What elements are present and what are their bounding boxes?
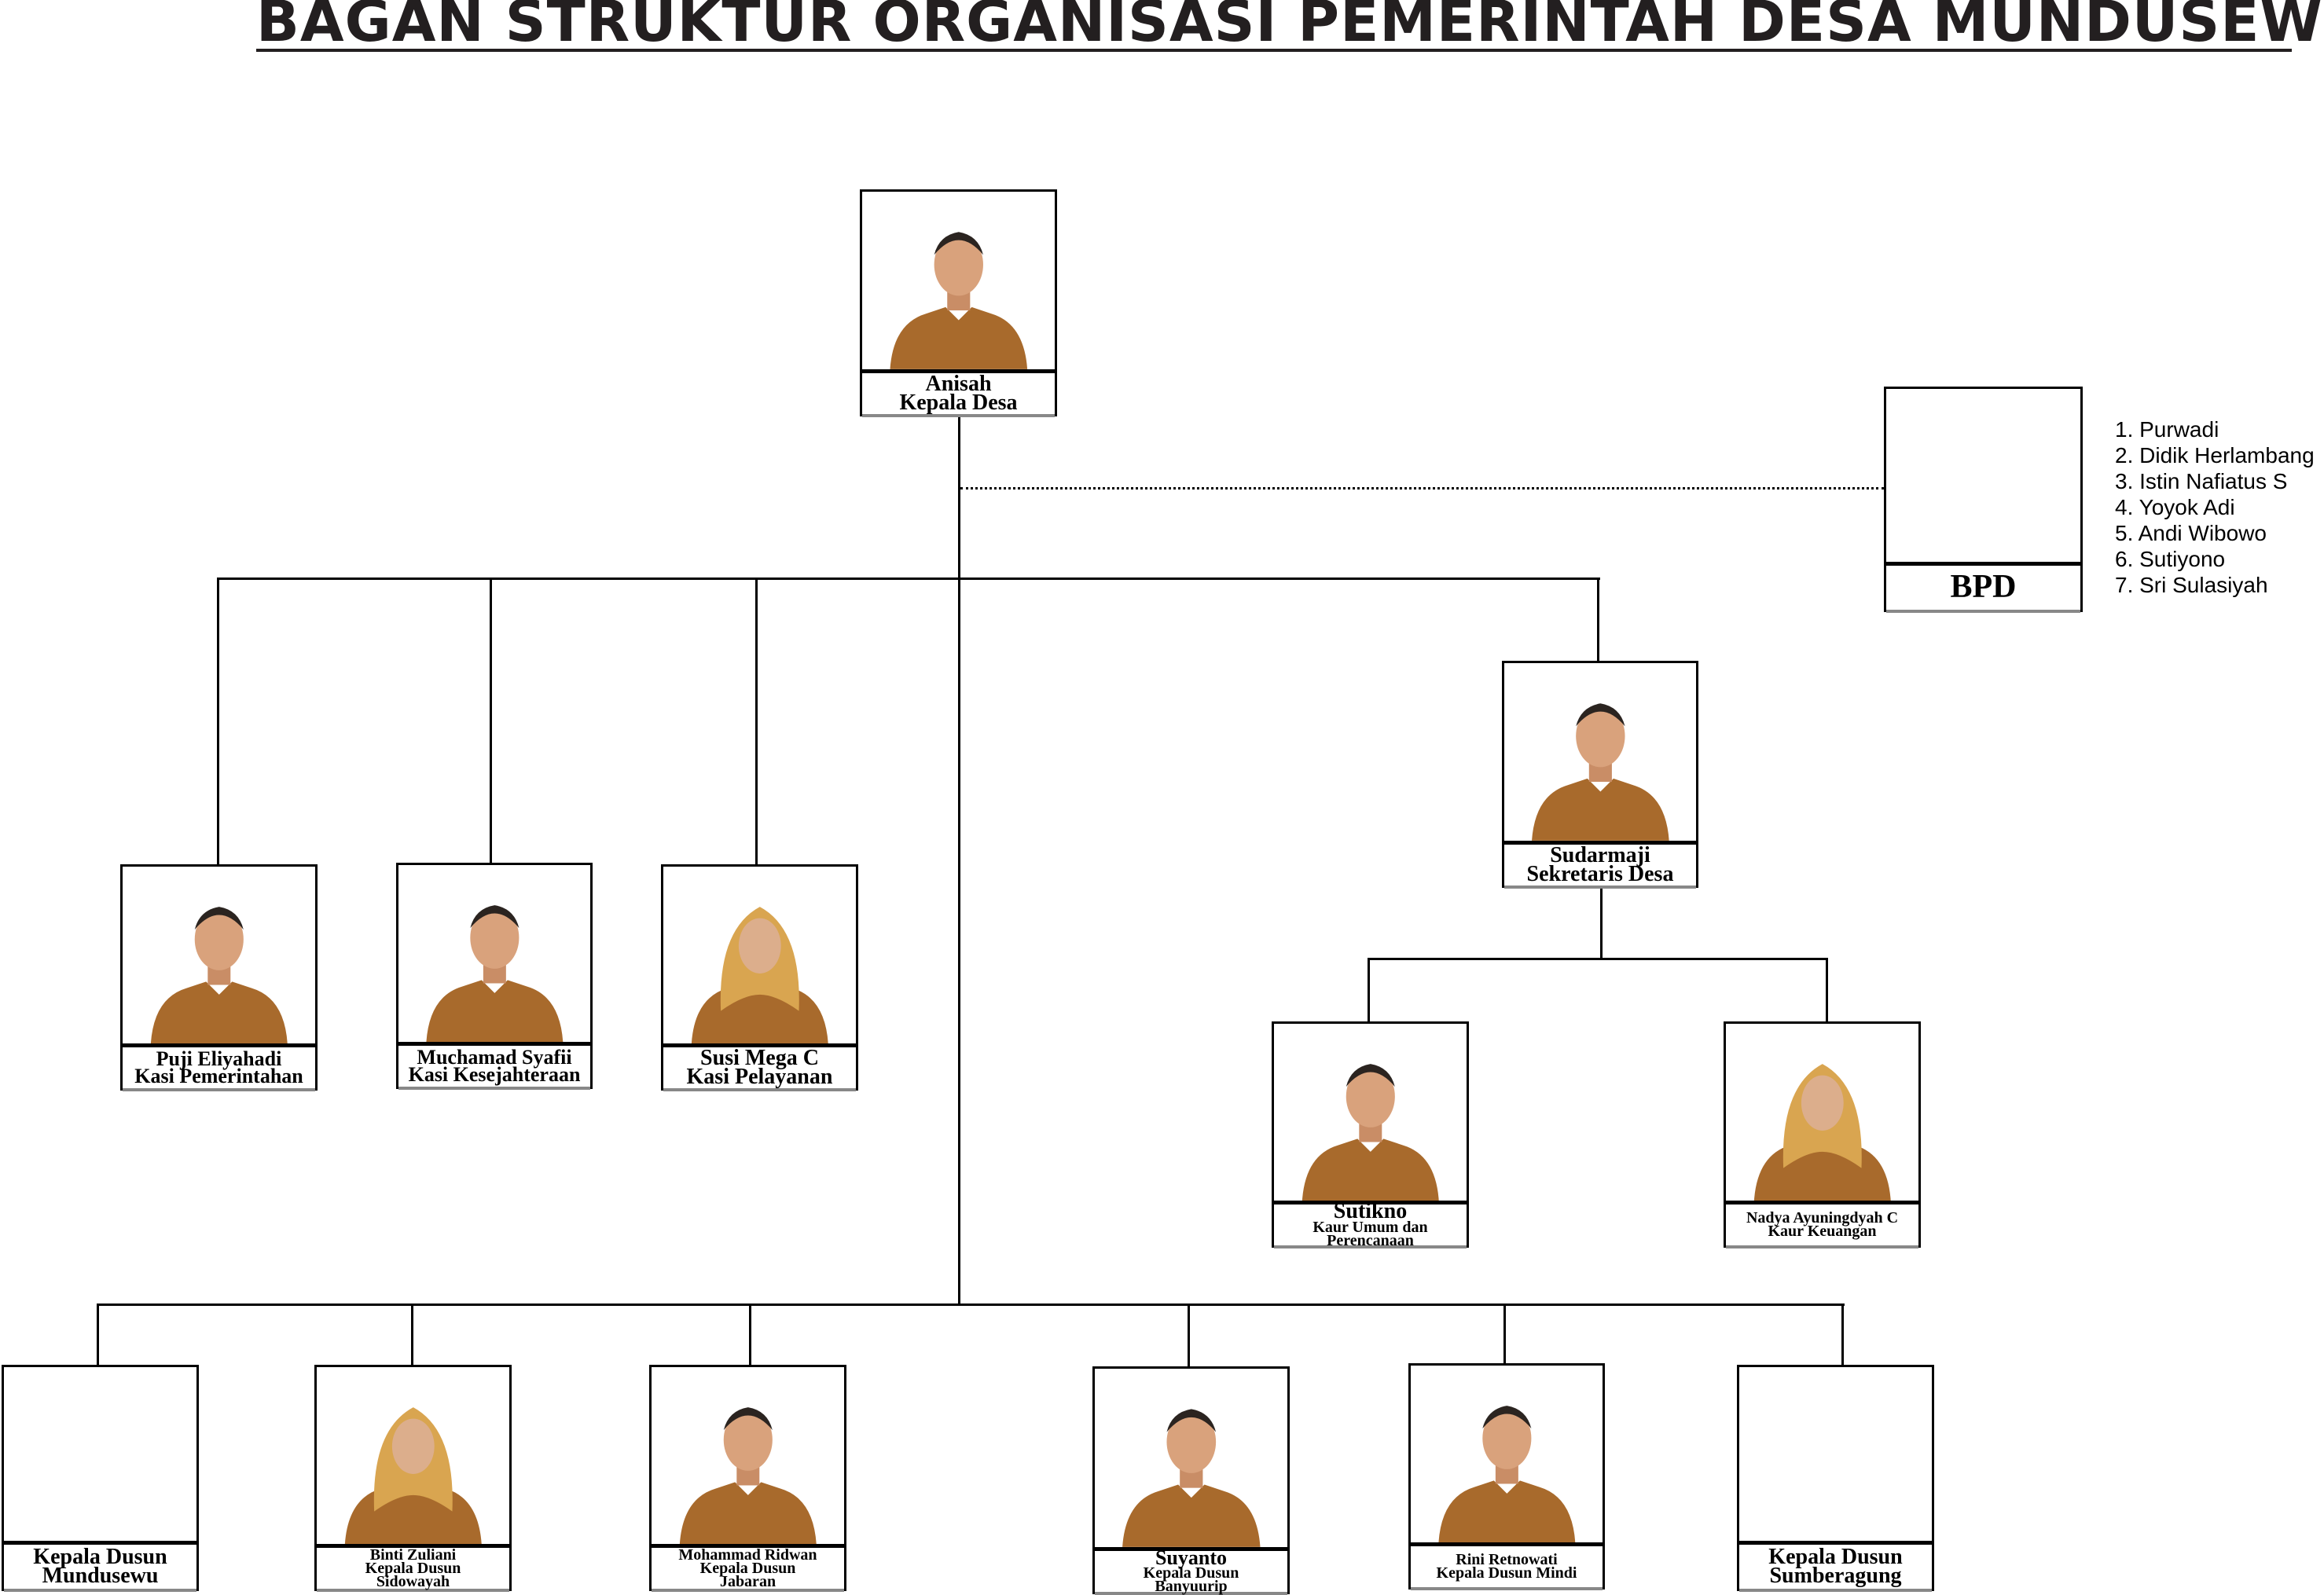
bpd-member: 1. Purwadi: [2115, 417, 2219, 442]
connector-line: [1368, 958, 1828, 960]
photo: [317, 1367, 509, 1544]
person-name: Nadya Ayuningdyah C: [1746, 1209, 1899, 1226]
photo: [123, 867, 315, 1043]
dusun-place: Sidowayah: [376, 1572, 450, 1590]
person-name: Muchamad Syafii: [417, 1045, 572, 1069]
connector-line: [217, 578, 219, 864]
person-name: Anisah: [925, 372, 992, 397]
bpd-member: 2. Didik Herlambang: [2115, 443, 2315, 468]
photo: [663, 867, 856, 1043]
photo-empty: [1739, 1367, 1932, 1541]
bpd-dotted-connector: [960, 487, 1884, 490]
connector-line: [411, 1304, 413, 1365]
person-role: Kaur Keuangan: [1768, 1223, 1877, 1240]
connector-line: [1368, 958, 1370, 1021]
connector-line: [97, 1304, 1845, 1306]
connector-line: [1600, 888, 1603, 959]
connector-line: [958, 416, 960, 1306]
person-role: Sekretaris Desa: [1526, 862, 1674, 886]
photo-empty: [4, 1367, 196, 1541]
person-role: Kepala Dusun: [699, 1559, 796, 1577]
person-role: Kepala Dusun: [33, 1545, 167, 1570]
connector-line: [1597, 578, 1599, 661]
connector-line: [1188, 1304, 1190, 1366]
dusun-place: Jabaran: [719, 1572, 777, 1590]
person-role: Kepala Desa: [899, 390, 1018, 415]
connector-line: [1503, 1304, 1506, 1365]
photo-empty: [1886, 389, 2080, 562]
person-name: Rini Retnowati: [1456, 1551, 1558, 1568]
connector-line: [755, 578, 758, 864]
photo: [652, 1367, 844, 1544]
connector-line: [749, 1304, 751, 1365]
bpd-member: 5. Andi Wibowo: [2115, 521, 2267, 545]
photo: [1726, 1024, 1918, 1201]
person-role: Kasi Pemerintahan: [134, 1065, 303, 1087]
person-name: Puji Eliyahadi: [156, 1047, 282, 1070]
person-name: Mohammad Ridwan: [678, 1546, 817, 1564]
person-name: Susi Mega C: [700, 1046, 819, 1071]
person-name: Sudarmaji: [1550, 843, 1650, 868]
person-role: Kasi Kesejahteraan: [408, 1063, 581, 1086]
person-role: Kepala Dusun: [1768, 1545, 1903, 1570]
person-name: Binti Zuliani: [369, 1546, 457, 1564]
bpd-label: BPD: [1950, 569, 2017, 606]
connector-line: [1841, 1304, 1844, 1365]
photo: [1095, 1369, 1287, 1547]
bpd-member: 3. Istin Nafiatus S: [2115, 469, 2288, 493]
person-role: Kaur Umum dan Perencanaan: [1313, 1218, 1428, 1249]
person-role: Kepala Dusun Mindi: [1436, 1564, 1577, 1582]
bpd-member: 7. Sri Sulasiyah: [2115, 573, 2268, 597]
person-role: Kepala Dusun: [365, 1559, 461, 1577]
card-bpd: BPD: [1884, 387, 2083, 612]
connector-line: [97, 1304, 99, 1365]
photo: [1411, 1366, 1603, 1542]
photo: [862, 192, 1055, 369]
person-name: Sutikno: [1333, 1199, 1408, 1224]
person-role: Kepala Dusun: [1143, 1564, 1239, 1582]
page-title: BAGAN STRUKTUR ORGANISASI PEMERINTAH DES…: [256, 0, 2324, 52]
photo: [398, 865, 590, 1042]
dusun-place: Mundusewu: [42, 1564, 159, 1588]
connector-line: [1826, 958, 1828, 1021]
dusun-place: Sumberagung: [1769, 1564, 1902, 1588]
connector-line: [490, 578, 492, 864]
person-name: Suyanto: [1155, 1546, 1228, 1569]
bpd-member: 4. Yoyok Adi: [2115, 495, 2235, 519]
connector-line: [217, 578, 1600, 580]
person-role: Kasi Pelayanan: [686, 1065, 833, 1089]
photo: [1274, 1024, 1467, 1201]
bpd-member-list: 1. Purwadi 2. Didik Herlambang 3. Istin …: [2115, 416, 2315, 598]
photo: [1504, 663, 1696, 841]
bpd-member: 6. Sutiyono: [2115, 547, 2226, 571]
dusun-place: Banyuurip: [1155, 1578, 1228, 1595]
